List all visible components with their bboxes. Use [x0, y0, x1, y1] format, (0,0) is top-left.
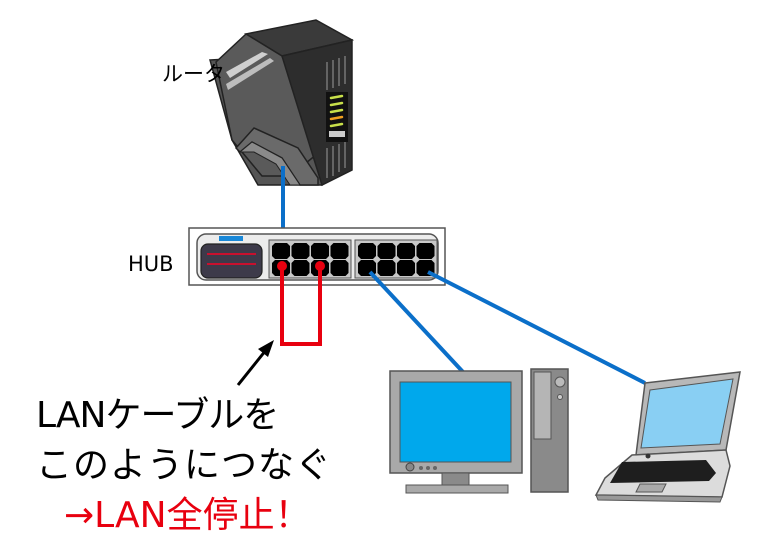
- hub-label: HUB: [128, 252, 174, 276]
- annotation-line-1: LANケーブルを: [36, 395, 279, 436]
- hub-port-6: [291, 260, 310, 276]
- annotation-warning: →LAN全停止！: [64, 495, 311, 536]
- hub-port-11: [397, 243, 415, 259]
- pointer-arrow: [236, 340, 274, 386]
- hub-port-2: [291, 243, 310, 259]
- hub-port-9: [358, 243, 376, 259]
- annotation-line-2: このようにつなぐ: [36, 445, 333, 486]
- hub-port-15: [397, 260, 415, 276]
- hub-icon: [188, 227, 446, 286]
- laptop-pc-icon: [594, 371, 741, 503]
- desktop-pc-icon: [389, 368, 569, 494]
- hub-desktop-cable: [368, 270, 465, 374]
- router-label: ルータ: [162, 62, 225, 86]
- hub-port-10: [377, 243, 396, 259]
- hub-laptop-cable: [427, 270, 646, 385]
- hub-port-3: [311, 243, 329, 259]
- hub-port-12: [416, 243, 435, 259]
- router-icon: [209, 19, 355, 187]
- hub-port-14: [377, 260, 396, 276]
- hub-port-1: [272, 243, 290, 259]
- hub-port-8: [330, 260, 349, 276]
- loop-cable: [277, 261, 325, 346]
- hub-port-4: [330, 243, 349, 259]
